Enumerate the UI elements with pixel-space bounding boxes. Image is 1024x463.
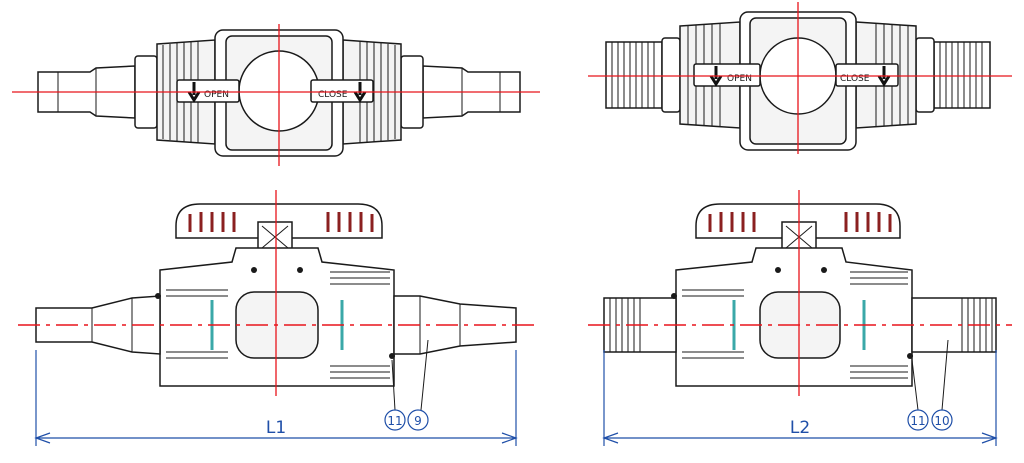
open-arrow-icon xyxy=(187,82,201,103)
dimension-l2: L2 xyxy=(790,418,810,438)
top-view-threaded-valve: OPEN CLOSE xyxy=(588,2,1012,154)
close-arrow-icon xyxy=(353,82,367,103)
balloon-part-10: 10 xyxy=(934,414,949,428)
open-label: OPEN xyxy=(727,74,752,84)
top-view-barb-valve: OPEN CLOSE xyxy=(12,24,540,166)
close-label: CLOSE xyxy=(318,90,348,100)
dimension-l1: L1 xyxy=(266,418,286,438)
section-view-barb-valve: 11 9 L1 xyxy=(18,190,534,446)
section-view-threaded-valve: 11 10 L2 xyxy=(588,190,1012,446)
close-label: CLOSE xyxy=(840,74,870,84)
balloon-part-9: 9 xyxy=(414,414,422,428)
close-arrow-icon xyxy=(877,66,891,87)
balloon-part-11: 11 xyxy=(910,414,925,428)
open-label: OPEN xyxy=(204,90,229,100)
open-arrow-icon xyxy=(709,66,723,87)
balloon-part-11: 11 xyxy=(387,414,402,428)
